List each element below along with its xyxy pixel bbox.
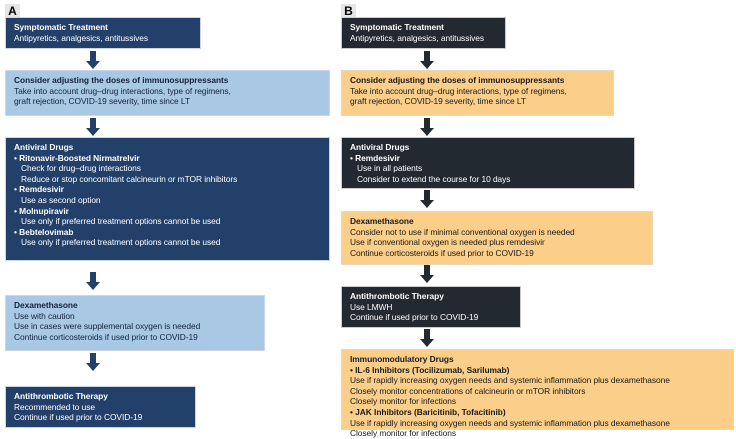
box-line: Use if conventional oxygen is needed plu… <box>350 237 545 248</box>
panel-a-box-symptomatic-treatment: Symptomatic Treatment Antipyretics, anal… <box>5 17 201 49</box>
panel-a-box-antithrombotic-therapy: Antithrombotic Therapy Recommended to us… <box>5 386 196 428</box>
panel-b-box-symptomatic-treatment: Symptomatic Treatment Antipyretics, anal… <box>341 17 506 49</box>
box-title: Antithrombotic Therapy <box>14 391 108 401</box>
bullet-detail: Use only if preferred treatment options … <box>21 216 221 227</box>
panel-b: B Symptomatic Treatment Antipyretics, an… <box>338 0 736 438</box>
panel-a: A Symptomatic Treatment Antipyretics, an… <box>0 0 340 430</box>
panel-a-box-dexamethasone: Dexamethasone Use with caution Use in ca… <box>5 295 265 351</box>
arrow-down-icon <box>85 353 101 371</box>
bullet-detail: Consider to extend the course for 10 day… <box>357 173 511 184</box>
bullet-detail: Use if rapidly increasing oxygen needs a… <box>350 417 670 428</box>
box-line: Take into account drug–drug interactions… <box>14 85 231 96</box>
panel-b-box-antiviral-drugs: Antiviral Drugs • Remdesivir Use in all … <box>341 137 635 189</box>
box-title: Dexamethasone <box>350 216 414 226</box>
arrow-down-icon <box>85 118 101 136</box>
box-title: Consider adjusting the doses of immunosu… <box>350 75 565 85</box>
box-line: Antipyretics, analgesics, antitussives <box>14 32 149 43</box>
bullet-item: • IL-6 Inhibitors (Tocilizumab, Sariluma… <box>350 364 510 375</box>
bullet-detail: Use as second option <box>21 194 101 205</box>
box-title: Dexamethasone <box>14 300 78 310</box>
panel-b-box-antithrombotic-therapy: Antithrombotic Therapy Use LMWH Continue… <box>341 286 521 328</box>
arrow-down-icon <box>85 272 101 290</box>
box-title: Consider adjusting the doses of immunosu… <box>14 75 229 85</box>
bullet-detail: Reduce or stop concomitant calcineurin o… <box>21 173 238 184</box>
bullet-item: • Bebtelovimab <box>14 226 74 237</box>
box-title: Antiviral Drugs <box>14 142 74 152</box>
box-line: Continue if used prior to COVID-19 <box>14 412 143 423</box>
box-line: Recommended to use <box>14 401 96 412</box>
bullet-detail: Use if rapidly increasing oxygen needs a… <box>350 375 670 386</box>
bullet-detail: Use in all patients <box>357 163 423 174</box>
box-line: Use LMWH <box>350 301 393 312</box>
box-line: Antipyretics, analgesics, antitussives <box>350 32 485 43</box>
bullet-item: • JAK Inhibitors (Baricitinib, Tofacitin… <box>350 406 506 417</box>
arrow-down-icon <box>419 190 435 208</box>
box-line: Continue corticosteroids if used prior t… <box>14 331 198 342</box>
box-line: Continue corticosteroids if used prior t… <box>350 247 534 258</box>
arrow-down-icon <box>419 265 435 283</box>
panel-b-label: B <box>341 4 356 19</box>
panel-b-box-immunosuppressant-adjustment: Consider adjusting the doses of immunosu… <box>341 70 614 116</box>
bullet-detail: Check for drug–drug interactions <box>21 163 141 174</box>
box-title: Immunomodulatory Drugs <box>350 354 454 364</box>
panel-b-box-immunomodulatory-drugs: Immunomodulatory Drugs • IL-6 Inhibitors… <box>341 349 734 438</box>
arrow-down-icon <box>419 329 435 347</box>
bullet-detail: Closely monitor for infections <box>350 396 457 407</box>
panel-a-label: A <box>5 4 20 19</box>
box-title: Symptomatic Treatment <box>14 22 108 32</box>
bullet-detail: Closely monitor concentrations of calcin… <box>350 385 586 396</box>
arrow-down-icon <box>85 51 101 69</box>
box-line: Take into account drug–drug interactions… <box>350 85 567 96</box>
box-line: graft rejection, COVID-19 severity, time… <box>14 96 190 107</box>
box-title: Symptomatic Treatment <box>350 22 444 32</box>
box-line: Continue if used prior to COVID-19 <box>350 312 479 323</box>
panel-a-box-immunosuppressant-adjustment: Consider adjusting the doses of immunosu… <box>5 70 330 116</box>
bullet-item: • Molnupiravir <box>14 205 69 216</box>
bullet-item: • Remdesivir <box>14 184 64 195</box>
box-line: Use in cases were supplemental oxygen is… <box>14 321 201 332</box>
box-title: Antithrombotic Therapy <box>350 291 444 301</box>
bullet-item: • Remdesivir <box>350 152 400 163</box>
box-line: graft rejection, COVID-19 severity, time… <box>350 96 526 107</box>
panel-b-box-dexamethasone: Dexamethasone Consider not to use if min… <box>341 211 653 265</box>
arrow-down-icon <box>419 51 435 69</box>
bullet-item: • Ritonavir-Boosted Nirmatrelvir <box>14 152 140 163</box>
bullet-detail: Use only if preferred treatment options … <box>21 237 221 248</box>
arrow-down-icon <box>419 118 435 136</box>
box-title: Antiviral Drugs <box>350 142 410 152</box>
panel-a-box-antiviral-drugs: Antiviral Drugs • Ritonavir-Boosted Nirm… <box>5 137 330 261</box>
box-line: Consider not to use if minimal conventio… <box>350 226 575 237</box>
box-line: Use with caution <box>14 310 75 321</box>
